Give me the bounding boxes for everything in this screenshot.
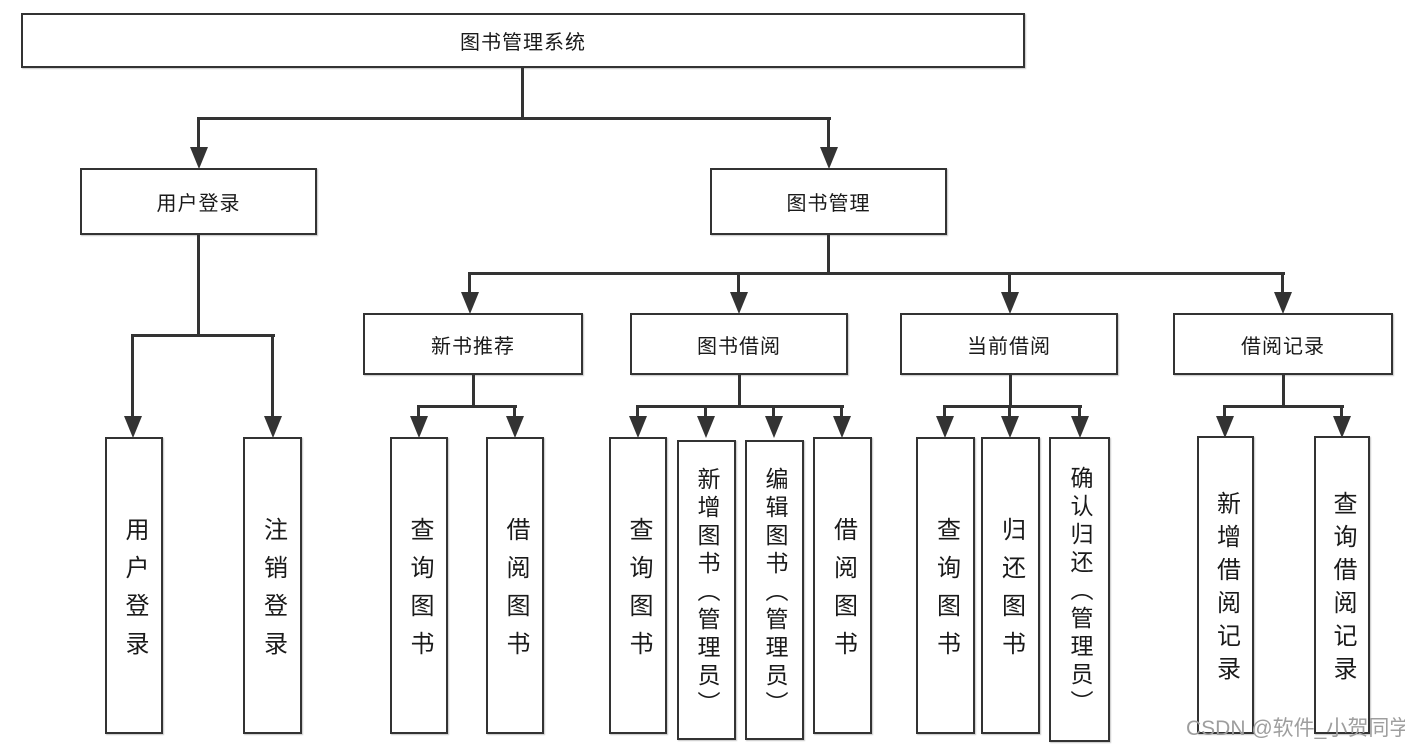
node-current-borrow: 当前借阅 — [900, 313, 1118, 375]
connector-arrow-stem — [1008, 405, 1011, 418]
leaf-query-book-1: 查询图书 — [390, 437, 448, 734]
leaf-borrow-book-1-label: 借阅图书 — [502, 516, 529, 669]
leaf-edit-book: 编辑图书（管理员） — [745, 440, 804, 740]
arrow-down-icon — [1001, 416, 1019, 438]
connector-horizontal-line — [943, 405, 1082, 408]
leaf-confirm-return-label: 确认归还（管理员） — [1067, 466, 1093, 718]
leaf-return-book-label: 归还图书 — [997, 516, 1025, 669]
connector-arrow-stem — [513, 405, 516, 418]
connector-vertical-line — [1009, 375, 1012, 407]
node-new-book-recommend-label: 新书推荐 — [431, 335, 515, 358]
connector-arrow-stem — [1281, 272, 1284, 294]
leaf-return-book: 归还图书 — [981, 437, 1040, 734]
arrow-down-icon — [1001, 292, 1019, 314]
leaf-add-book-label: 新增图书（管理员） — [694, 466, 720, 719]
arrow-down-icon — [730, 292, 748, 314]
connector-vertical-line — [738, 375, 741, 407]
connector-arrow-stem — [1340, 405, 1343, 418]
leaf-logout-label: 注销登录 — [259, 516, 287, 669]
connector-arrow-stem — [417, 405, 420, 418]
leaf-borrow-book-1: 借阅图书 — [486, 437, 544, 734]
arrow-down-icon — [1274, 292, 1292, 314]
arrow-down-icon — [833, 416, 851, 438]
arrow-down-icon — [461, 292, 479, 314]
connector-arrow-stem — [943, 405, 946, 418]
connector-horizontal-line — [468, 272, 1285, 275]
arrow-down-icon — [506, 416, 524, 438]
connector-arrow-stem — [131, 334, 134, 418]
connector-arrow-stem — [271, 334, 274, 418]
arrow-down-icon — [410, 416, 428, 438]
node-user-login: 用户登录 — [80, 168, 317, 235]
leaf-query-book-3-label: 查询图书 — [932, 516, 960, 669]
leaf-query-book-3: 查询图书 — [916, 437, 975, 734]
csdn-watermark: CSDN @软件_小贺同学 — [1186, 717, 1405, 740]
leaf-query-book-2-label: 查询图书 — [625, 516, 652, 669]
leaf-add-book: 新增图书（管理员） — [677, 440, 736, 740]
connector-arrow-stem — [827, 117, 830, 149]
arrow-down-icon — [765, 416, 783, 438]
connector-arrow-stem — [1223, 405, 1226, 418]
leaf-query-borrow-record: 查询借阅记录 — [1314, 436, 1370, 734]
arrow-down-icon — [1071, 416, 1089, 438]
connector-arrow-stem — [840, 405, 843, 418]
node-borrow-records-label: 借阅记录 — [1241, 335, 1325, 358]
connector-vertical-line — [827, 235, 830, 274]
node-book-borrow: 图书借阅 — [630, 313, 848, 375]
leaf-add-borrow-record: 新增借阅记录 — [1197, 436, 1254, 734]
node-root: 图书管理系统 — [21, 13, 1025, 68]
leaf-query-book-2: 查询图书 — [609, 437, 667, 734]
connector-vertical-line — [472, 375, 475, 407]
leaf-query-borrow-record-label: 查询借阅记录 — [1329, 490, 1356, 689]
arrow-down-icon — [1216, 416, 1234, 438]
arrow-down-icon — [124, 416, 142, 438]
arrow-down-icon — [190, 147, 208, 169]
connector-vertical-line — [521, 68, 524, 119]
node-current-borrow-label: 当前借阅 — [967, 335, 1051, 358]
connector-horizontal-line — [1223, 405, 1344, 408]
node-user-login-label: 用户登录 — [156, 193, 241, 215]
node-book-borrow-label: 图书借阅 — [697, 335, 781, 358]
connector-arrow-stem — [1078, 405, 1081, 418]
connector-arrow-stem — [197, 117, 200, 149]
connector-horizontal-line — [417, 405, 517, 408]
connector-arrow-stem — [772, 405, 775, 418]
connector-arrow-stem — [737, 272, 740, 294]
node-new-book-recommend: 新书推荐 — [363, 313, 583, 375]
leaf-add-borrow-record-label: 新增借阅记录 — [1212, 490, 1240, 689]
connector-vertical-line — [197, 235, 200, 336]
connector-arrow-stem — [468, 272, 471, 294]
arrow-down-icon — [264, 416, 282, 438]
connector-arrow-stem — [704, 405, 707, 418]
leaf-user-login-label: 用户登录 — [121, 516, 148, 669]
connector-horizontal-line — [131, 334, 275, 337]
connector-arrow-stem — [636, 405, 639, 418]
arrow-down-icon — [820, 147, 838, 169]
leaf-user-login: 用户登录 — [105, 437, 163, 734]
leaf-query-book-1-label: 查询图书 — [406, 516, 433, 669]
connector-arrow-stem — [1008, 272, 1011, 294]
connector-horizontal-line — [197, 117, 831, 120]
node-book-management-label: 图书管理 — [786, 193, 871, 215]
connector-horizontal-line — [636, 405, 844, 408]
leaf-logout: 注销登录 — [243, 437, 302, 734]
node-root-label: 图书管理系统 — [460, 32, 586, 54]
leaf-borrow-book-2-label: 借阅图书 — [829, 516, 857, 669]
arrow-down-icon — [629, 416, 647, 438]
leaf-edit-book-label: 编辑图书（管理员） — [762, 466, 788, 719]
arrow-down-icon — [1333, 416, 1351, 438]
arrow-down-icon — [697, 416, 715, 438]
node-borrow-records: 借阅记录 — [1173, 313, 1393, 375]
leaf-confirm-return: 确认归还（管理员） — [1049, 437, 1110, 742]
connector-vertical-line — [1282, 375, 1285, 407]
node-book-management: 图书管理 — [710, 168, 947, 235]
arrow-down-icon — [936, 416, 954, 438]
leaf-borrow-book-2: 借阅图书 — [813, 437, 872, 734]
